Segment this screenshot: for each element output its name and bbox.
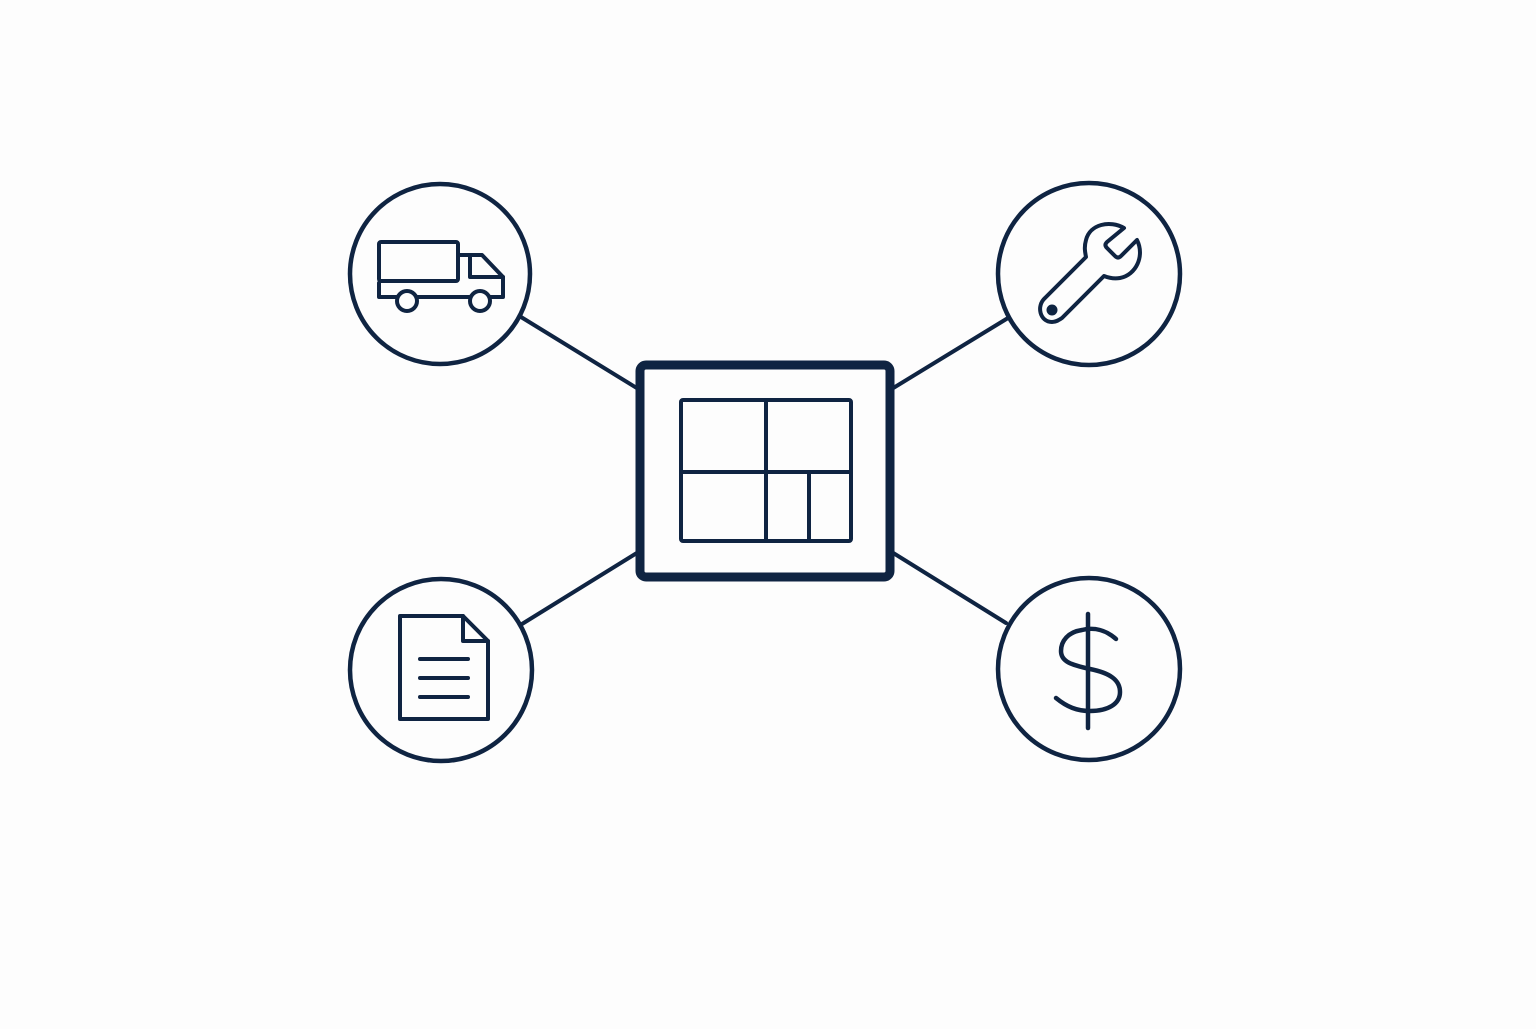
layout-grid-icon	[679, 398, 853, 543]
node-circle	[995, 180, 1183, 368]
truck-icon	[377, 240, 505, 313]
node-circle	[995, 575, 1183, 763]
connector-documents	[520, 549, 642, 626]
node-documents	[347, 576, 535, 764]
connector-maintenance	[888, 316, 1010, 392]
node-circle	[347, 576, 535, 764]
node-circle	[347, 181, 533, 367]
node-maintenance	[995, 180, 1183, 368]
node-finance	[995, 575, 1183, 763]
hub-monitor	[635, 360, 895, 582]
node-shipping	[347, 181, 533, 367]
connector-shipping	[519, 315, 642, 392]
document-icon	[398, 614, 490, 721]
wrench-icon	[1038, 222, 1142, 324]
dollar-icon	[1053, 611, 1123, 731]
connectors	[519, 315, 1010, 626]
connector-finance	[888, 549, 1008, 625]
